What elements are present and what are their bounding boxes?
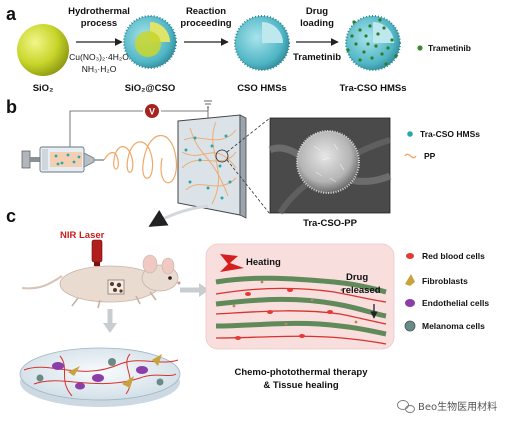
reagent-line2: NH₃·H₂O [82,64,117,74]
sio2-cso-particle [123,15,177,69]
mouse [21,254,181,309]
voltage-source [145,104,159,118]
wechat-icon [397,400,415,413]
legend-fibroblasts: Fibroblasts [422,276,468,286]
tissue-panel [205,243,395,350]
watermark: Beo生物医用材料 [418,400,497,413]
tra-cso-hms-particle [345,15,401,71]
caption-line1: Chemo-photothermal therapy [234,367,368,378]
trametinib-legend-dot [417,45,423,51]
step2-line2: proceeding [180,18,231,29]
sem-image [268,117,392,215]
step3-agent: Trametinib [293,52,341,63]
syringe [21,146,104,173]
legend-endothelial: Endothelial cells [422,298,489,308]
pp-legend-symbol [404,153,417,159]
legend-trametinib: Trametinib [428,43,471,53]
reagent-line1: Cu(NO₃)₂·4H₂O [69,52,129,62]
step2-line1: Reaction [186,6,226,17]
particle-label-sio2-cso: SiO₂@CSO [125,83,175,94]
fibroblast-legend-icon [405,274,415,286]
caption-line2: & Tissue healing [263,380,339,391]
legend-melanoma: Melanoma cells [422,321,485,331]
particle-label-sio2: SiO₂ [33,83,54,94]
sio2-particle [17,24,69,76]
electrospinning-jet [103,134,178,184]
laser-label: NIR Laser [60,230,105,241]
zoom-line-top [226,117,271,153]
arrow-mouse-to-tissue-head [199,283,209,297]
tissue-dish [19,347,181,407]
voltage-symbol: V [149,107,155,117]
arrow-mouse-to-dish-head [103,323,117,333]
step1-line1: Hydrothermal [68,6,130,17]
zoom-line-bottom [226,159,271,215]
panel-label-b: b [6,97,17,117]
collector-plate [177,114,247,219]
particle-label-tra-cso-hms: Tra-CSO HMSs [339,83,406,94]
legend-pp: PP [424,151,436,161]
heating-label: Heating [246,257,281,268]
sem-caption: Tra-CSO-PP [303,218,358,229]
step3-line1: Drug [306,6,328,17]
legend-hms: Tra-CSO HMSs [420,129,480,139]
step3-line2: loading [300,18,334,29]
panel-label-a: a [6,4,17,24]
particle-label-cso-hms: CSO HMSs [237,83,287,94]
legend-rbc: Red blood cells [422,251,485,261]
cso-hms-particle [234,15,290,71]
step1-line2: process [81,18,117,29]
ground-symbol [204,100,212,111]
panel-label-c: c [6,206,16,226]
drug-label-line2: released [342,285,381,296]
endothelial-legend-icon [405,299,415,307]
rbc-legend-icon [406,253,414,259]
drug-label-line1: Drug [346,272,368,283]
transfer-arrow [148,204,209,228]
hms-legend-dot [407,131,413,137]
melanoma-legend-icon [404,320,416,332]
